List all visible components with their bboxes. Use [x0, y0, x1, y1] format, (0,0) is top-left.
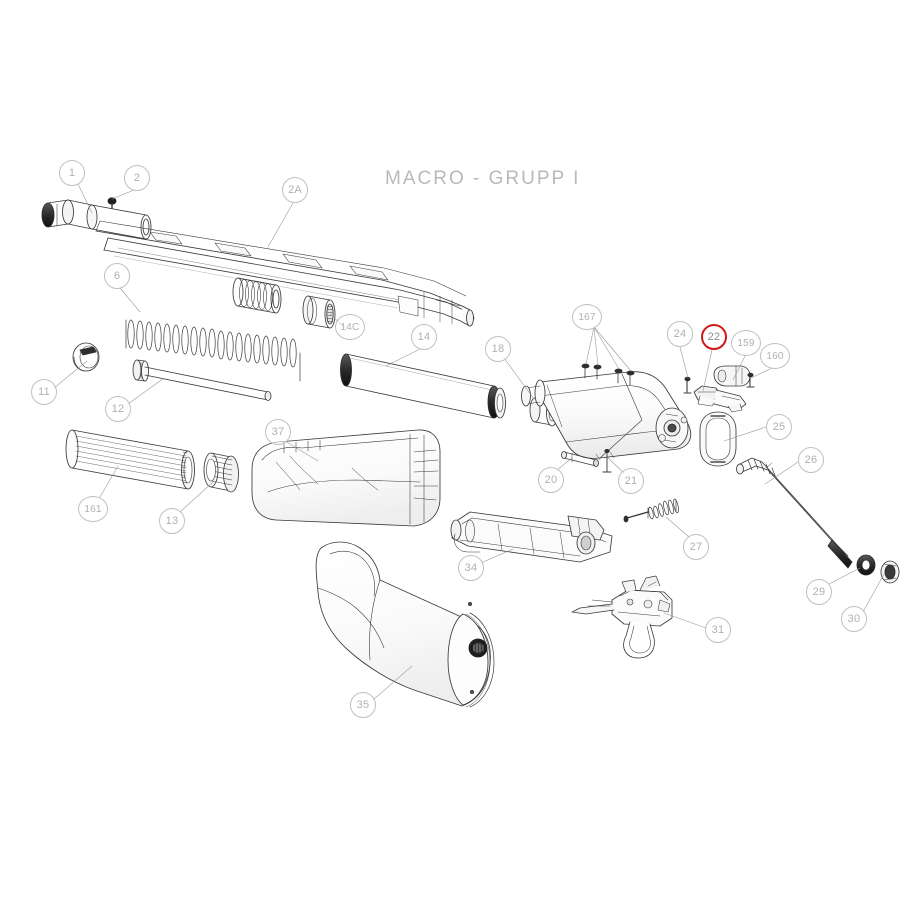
callout-bubble-26[interactable]: 26 — [798, 447, 824, 473]
part-forend — [251, 429, 441, 527]
part-bolt-carrier — [450, 511, 613, 563]
part-firing-pin — [623, 498, 679, 523]
part-knurled-nut — [203, 452, 239, 493]
callout-bubble-11[interactable]: 11 — [31, 379, 57, 405]
page-title: MACRO - GRUPP I — [385, 168, 581, 189]
part-receiver-screws — [581, 363, 635, 386]
callout-bubble-159[interactable]: 159 — [731, 330, 761, 356]
part-trigger-guard-oval — [699, 411, 737, 467]
callout-bubble-1[interactable]: 1 — [59, 160, 85, 186]
callout-bubble-22[interactable]: 22 — [701, 324, 727, 350]
part-operating-rod — [736, 457, 853, 569]
part-pin-24 — [683, 376, 692, 394]
callout-bubble-34[interactable]: 34 — [458, 555, 484, 581]
callout-leader-lines — [53, 183, 885, 701]
part-magazine-spring — [125, 319, 301, 382]
callout-bubble-25[interactable]: 25 — [766, 414, 792, 440]
callout-bubble-27[interactable]: 27 — [683, 534, 709, 560]
part-o-ring — [856, 554, 876, 576]
part-muzzle-cap — [41, 199, 152, 240]
part-pin-21 — [602, 448, 612, 473]
callout-bubble-35[interactable]: 35 — [350, 692, 376, 718]
part-magazine-ring-set — [232, 277, 282, 314]
callout-bubble-2[interactable]: 2 — [124, 165, 150, 191]
part-barrel-tube-14 — [340, 353, 506, 419]
callout-bubble-12[interactable]: 12 — [105, 396, 131, 422]
part-washer — [72, 342, 100, 372]
part-buttstock — [315, 541, 495, 708]
part-bolt-body — [713, 365, 751, 387]
callout-bubble-13[interactable]: 13 — [159, 508, 185, 534]
callout-bubble-31[interactable]: 31 — [705, 617, 731, 643]
callout-bubble-167[interactable]: 167 — [572, 304, 602, 330]
callout-bubble-14C[interactable]: 14C — [335, 314, 365, 340]
part-end-cap — [880, 560, 900, 584]
part-action-rod — [132, 359, 272, 401]
part-screw-160 — [746, 372, 755, 388]
callout-bubble-160[interactable]: 160 — [760, 343, 790, 369]
part-bolt-slide — [693, 385, 747, 413]
callout-bubble-14[interactable]: 14 — [411, 324, 437, 350]
callout-bubble-18[interactable]: 18 — [485, 336, 511, 362]
part-receiver — [521, 371, 692, 461]
callout-bubble-21[interactable]: 21 — [618, 468, 644, 494]
callout-bubble-6[interactable]: 6 — [104, 263, 130, 289]
callout-bubble-30[interactable]: 30 — [841, 606, 867, 632]
callout-bubble-2A[interactable]: 2A — [282, 177, 308, 203]
callout-bubble-20[interactable]: 20 — [538, 467, 564, 493]
part-pin-20 — [561, 451, 599, 467]
callout-bubble-37[interactable]: 37 — [265, 419, 291, 445]
callout-bubble-29[interactable]: 29 — [806, 579, 832, 605]
part-trigger-group — [571, 575, 673, 659]
callout-bubble-24[interactable]: 24 — [667, 321, 693, 347]
part-barrel-assembly — [95, 220, 475, 327]
part-front-bead — [107, 197, 117, 209]
callout-bubble-161[interactable]: 161 — [78, 496, 108, 522]
part-magazine-tube — [65, 429, 195, 490]
part-threaded-collar — [302, 295, 336, 329]
